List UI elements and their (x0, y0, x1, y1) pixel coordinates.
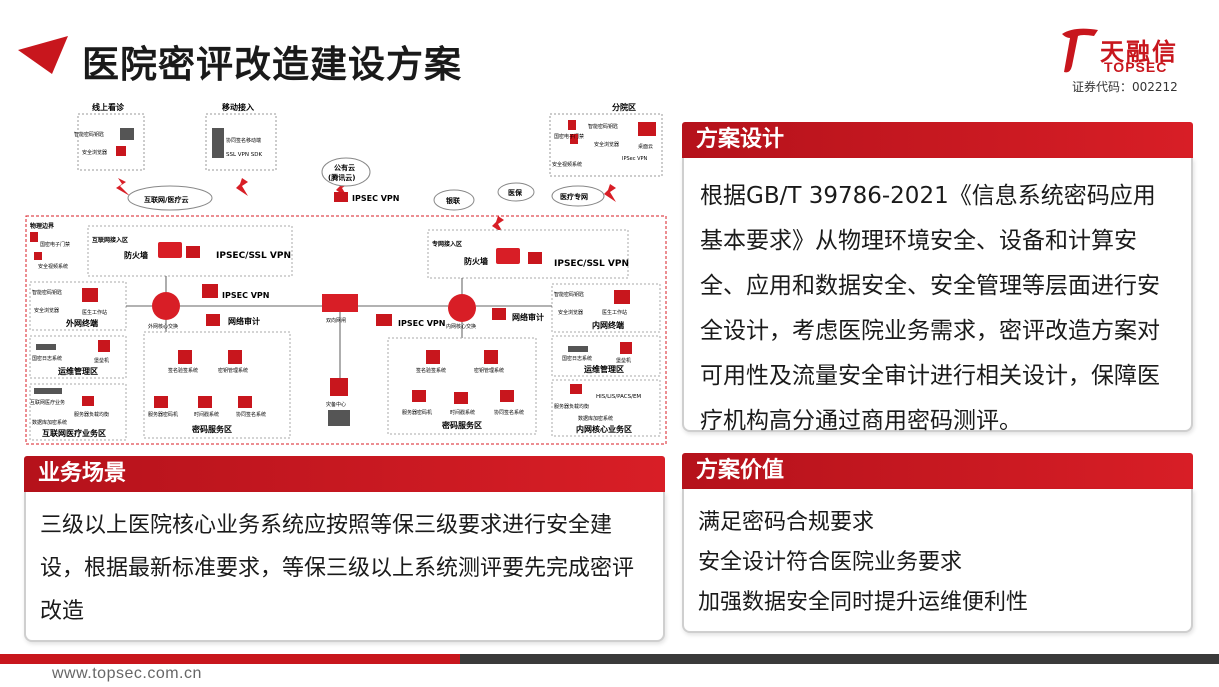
branch-item-5: 安全视频系统 (552, 161, 582, 168)
design-panel-title: 方案设计 (682, 122, 1193, 158)
net-audit-outer: 网络审计 (228, 316, 260, 326)
internet-zone-firewall: 防火墙 (124, 250, 148, 260)
online-item-0: 智能密码钥匙 (74, 131, 104, 138)
title-arrow-icon (18, 36, 68, 74)
mobile-title: 移动接入 (222, 102, 254, 112)
branch-title: 分院区 (612, 102, 636, 112)
mobile-item-0: 协同签名移动端 (226, 137, 261, 144)
crypto-outer-title: 密码服务区 (191, 424, 232, 434)
scene-panel: 三级以上医院核心业务系统应按照等保三级要求进行安全建设，根据最新标准要求，等保三… (24, 492, 665, 642)
mobile-item-1: SSL VPN SDK (226, 152, 262, 158)
inner-terminal-item-2: 医生工作站 (602, 309, 627, 316)
internet-biz-item-1: 服务器负载均衡 (74, 411, 109, 418)
scene-panel-title: 业务场景 (24, 456, 665, 492)
network-diagram-svg: 线上看诊 智能密码钥匙 安全浏览器 移动接入 协同签名移动端 SSL VPN S… (25, 102, 667, 445)
crypto-outer-item-4: 协同签名系统 (236, 411, 266, 418)
footer-bar-dark (460, 654, 1219, 664)
logo-en: TOPSEC (1104, 59, 1168, 75)
internet-biz-item-2: 数据库加密系统 (32, 419, 67, 426)
stock-code: 证券代码：002212 (1072, 80, 1178, 94)
private-zone-title: 专网接入区 (432, 240, 462, 248)
ops-outer-item-0: 国密日志系统 (32, 355, 62, 362)
ops-outer-item-1: 堡垒机 (94, 357, 109, 364)
external-2: 医疗专网 (560, 192, 588, 201)
inner-terminal-title: 内网终端 (592, 320, 624, 330)
internet-zone-title: 互联网接入区 (92, 236, 128, 244)
value-panel: 满足密码合规要求 安全设计符合医院业务要求 加强数据安全同时提升运维便利性 (682, 489, 1193, 633)
crypto-outer-item-3: 时间戳系统 (194, 411, 219, 418)
crypto-inner-item-1: 密钥管理系统 (474, 367, 504, 374)
mgmt-center: 灾备中心 (326, 401, 346, 408)
internet-cloud: 互联网/医疗云 (144, 195, 189, 204)
logo-mark-icon (1062, 28, 1098, 73)
outer-terminal-title: 外网终端 (66, 318, 98, 328)
inner-biz-title: 内网核心业务区 (576, 424, 632, 434)
outer-terminal-item-2: 医生工作站 (82, 309, 107, 316)
branch-item-1: 国密电子门禁 (554, 133, 584, 140)
ops-outer-title: 运维管理区 (58, 366, 98, 376)
ipsec-vpn-1: IPSEC VPN (222, 291, 269, 300)
external-1: 医保 (508, 188, 523, 197)
cloud-vpn: IPSEC VPN (352, 194, 399, 203)
inner-terminal-item-1: 安全浏览器 (558, 309, 583, 316)
crypto-inner-item-2: 服务器密码机 (402, 409, 432, 416)
crypto-outer-item-1: 密钥管理系统 (218, 367, 248, 374)
design-panel: 根据GB/T 39786-2021《信息系统密码应用基本要求》从物理环境安全、设… (682, 158, 1193, 434)
net-audit-inner: 网络审计 (512, 312, 544, 322)
value-item: 满足密码合规要求 (698, 510, 875, 535)
outer-terminal-item-0: 智能密码钥匙 (32, 289, 62, 296)
ops-inner-item-1: 堡垒机 (616, 357, 631, 364)
external-0: 银联 (446, 196, 461, 205)
online-item-1: 安全浏览器 (82, 149, 107, 156)
value-item: 加强数据安全同时提升运维便利性 (698, 590, 1029, 615)
footer-url: www.topsec.com.cn (52, 665, 202, 682)
inner-biz-item-1: 服务器负载均衡 (554, 403, 589, 410)
value-item: 安全设计符合医院业务要求 (698, 550, 963, 575)
cloud-title-2: (腾讯云) (328, 173, 355, 182)
physical-item-1: 安全视频系统 (38, 263, 68, 270)
private-zone-vpn: IPSEC/SSL VPN (554, 259, 629, 269)
design-text: 根据GB/T 39786-2021《信息系统密码应用基本要求》从物理环境安全、设… (700, 183, 1160, 434)
value-panel-title: 方案价值 (682, 453, 1193, 489)
crypto-inner-title: 密码服务区 (441, 420, 482, 430)
inner-core: 内网核心交换 (446, 323, 476, 330)
internet-biz-item-0: 互联网医疗业务 (30, 399, 65, 406)
ops-inner-title: 运维管理区 (584, 364, 624, 374)
crypto-inner-item-3: 时间戳系统 (450, 409, 475, 416)
inner-terminal-item-0: 智能密码钥匙 (554, 291, 584, 298)
internet-biz-title: 互联网医疗业务区 (42, 428, 106, 438)
outer-core: 外网核心交换 (148, 323, 178, 330)
physical-item-0: 国密电子门禁 (40, 241, 70, 248)
branch-item-4: IPSec VPN (622, 156, 648, 162)
branch-item-0: 智能密码钥匙 (588, 123, 618, 130)
network-diagram: 线上看诊 智能密码钥匙 安全浏览器 移动接入 协同签名移动端 SSL VPN S… (22, 98, 669, 448)
internet-zone-vpn: IPSEC/SSL VPN (216, 251, 291, 261)
crypto-outer-item-2: 服务器密码机 (148, 411, 178, 418)
logo-cn: 天融信 (1100, 38, 1178, 66)
cloud-title-1: 公有云 (334, 163, 355, 172)
topsec-logo: 天融信 TOPSEC 证券代码：002212 (1060, 26, 1210, 96)
ops-inner-item-0: 国密日志系统 (562, 355, 592, 362)
crypto-inner-item-4: 协同签名系统 (494, 409, 524, 416)
gap: 双向网闸 (326, 317, 346, 324)
outer-terminal-item-1: 安全浏览器 (34, 307, 59, 314)
branch-item-3: 桌面云 (638, 143, 653, 150)
crypto-outer-item-0: 签名验签系统 (168, 367, 198, 374)
page-title: 医院密评改造建设方案 (82, 43, 462, 86)
scene-text: 三级以上医院核心业务系统应按照等保三级要求进行安全建设，根据最新标准要求，等保三… (40, 513, 635, 624)
inner-biz-item-0: HIS/LIS/PACS/EM (596, 394, 641, 400)
physical-title: 物理边界 (30, 222, 55, 230)
ipsec-vpn-2: IPSEC VPN (398, 319, 445, 328)
inner-biz-item-2: 数据库加密系统 (578, 415, 613, 422)
footer-bar-red (0, 654, 460, 664)
crypto-inner-item-0: 签名验签系统 (416, 367, 446, 374)
branch-item-2: 安全浏览器 (594, 141, 619, 148)
online-title: 线上看诊 (92, 102, 125, 112)
private-zone-firewall: 防火墙 (464, 256, 488, 266)
